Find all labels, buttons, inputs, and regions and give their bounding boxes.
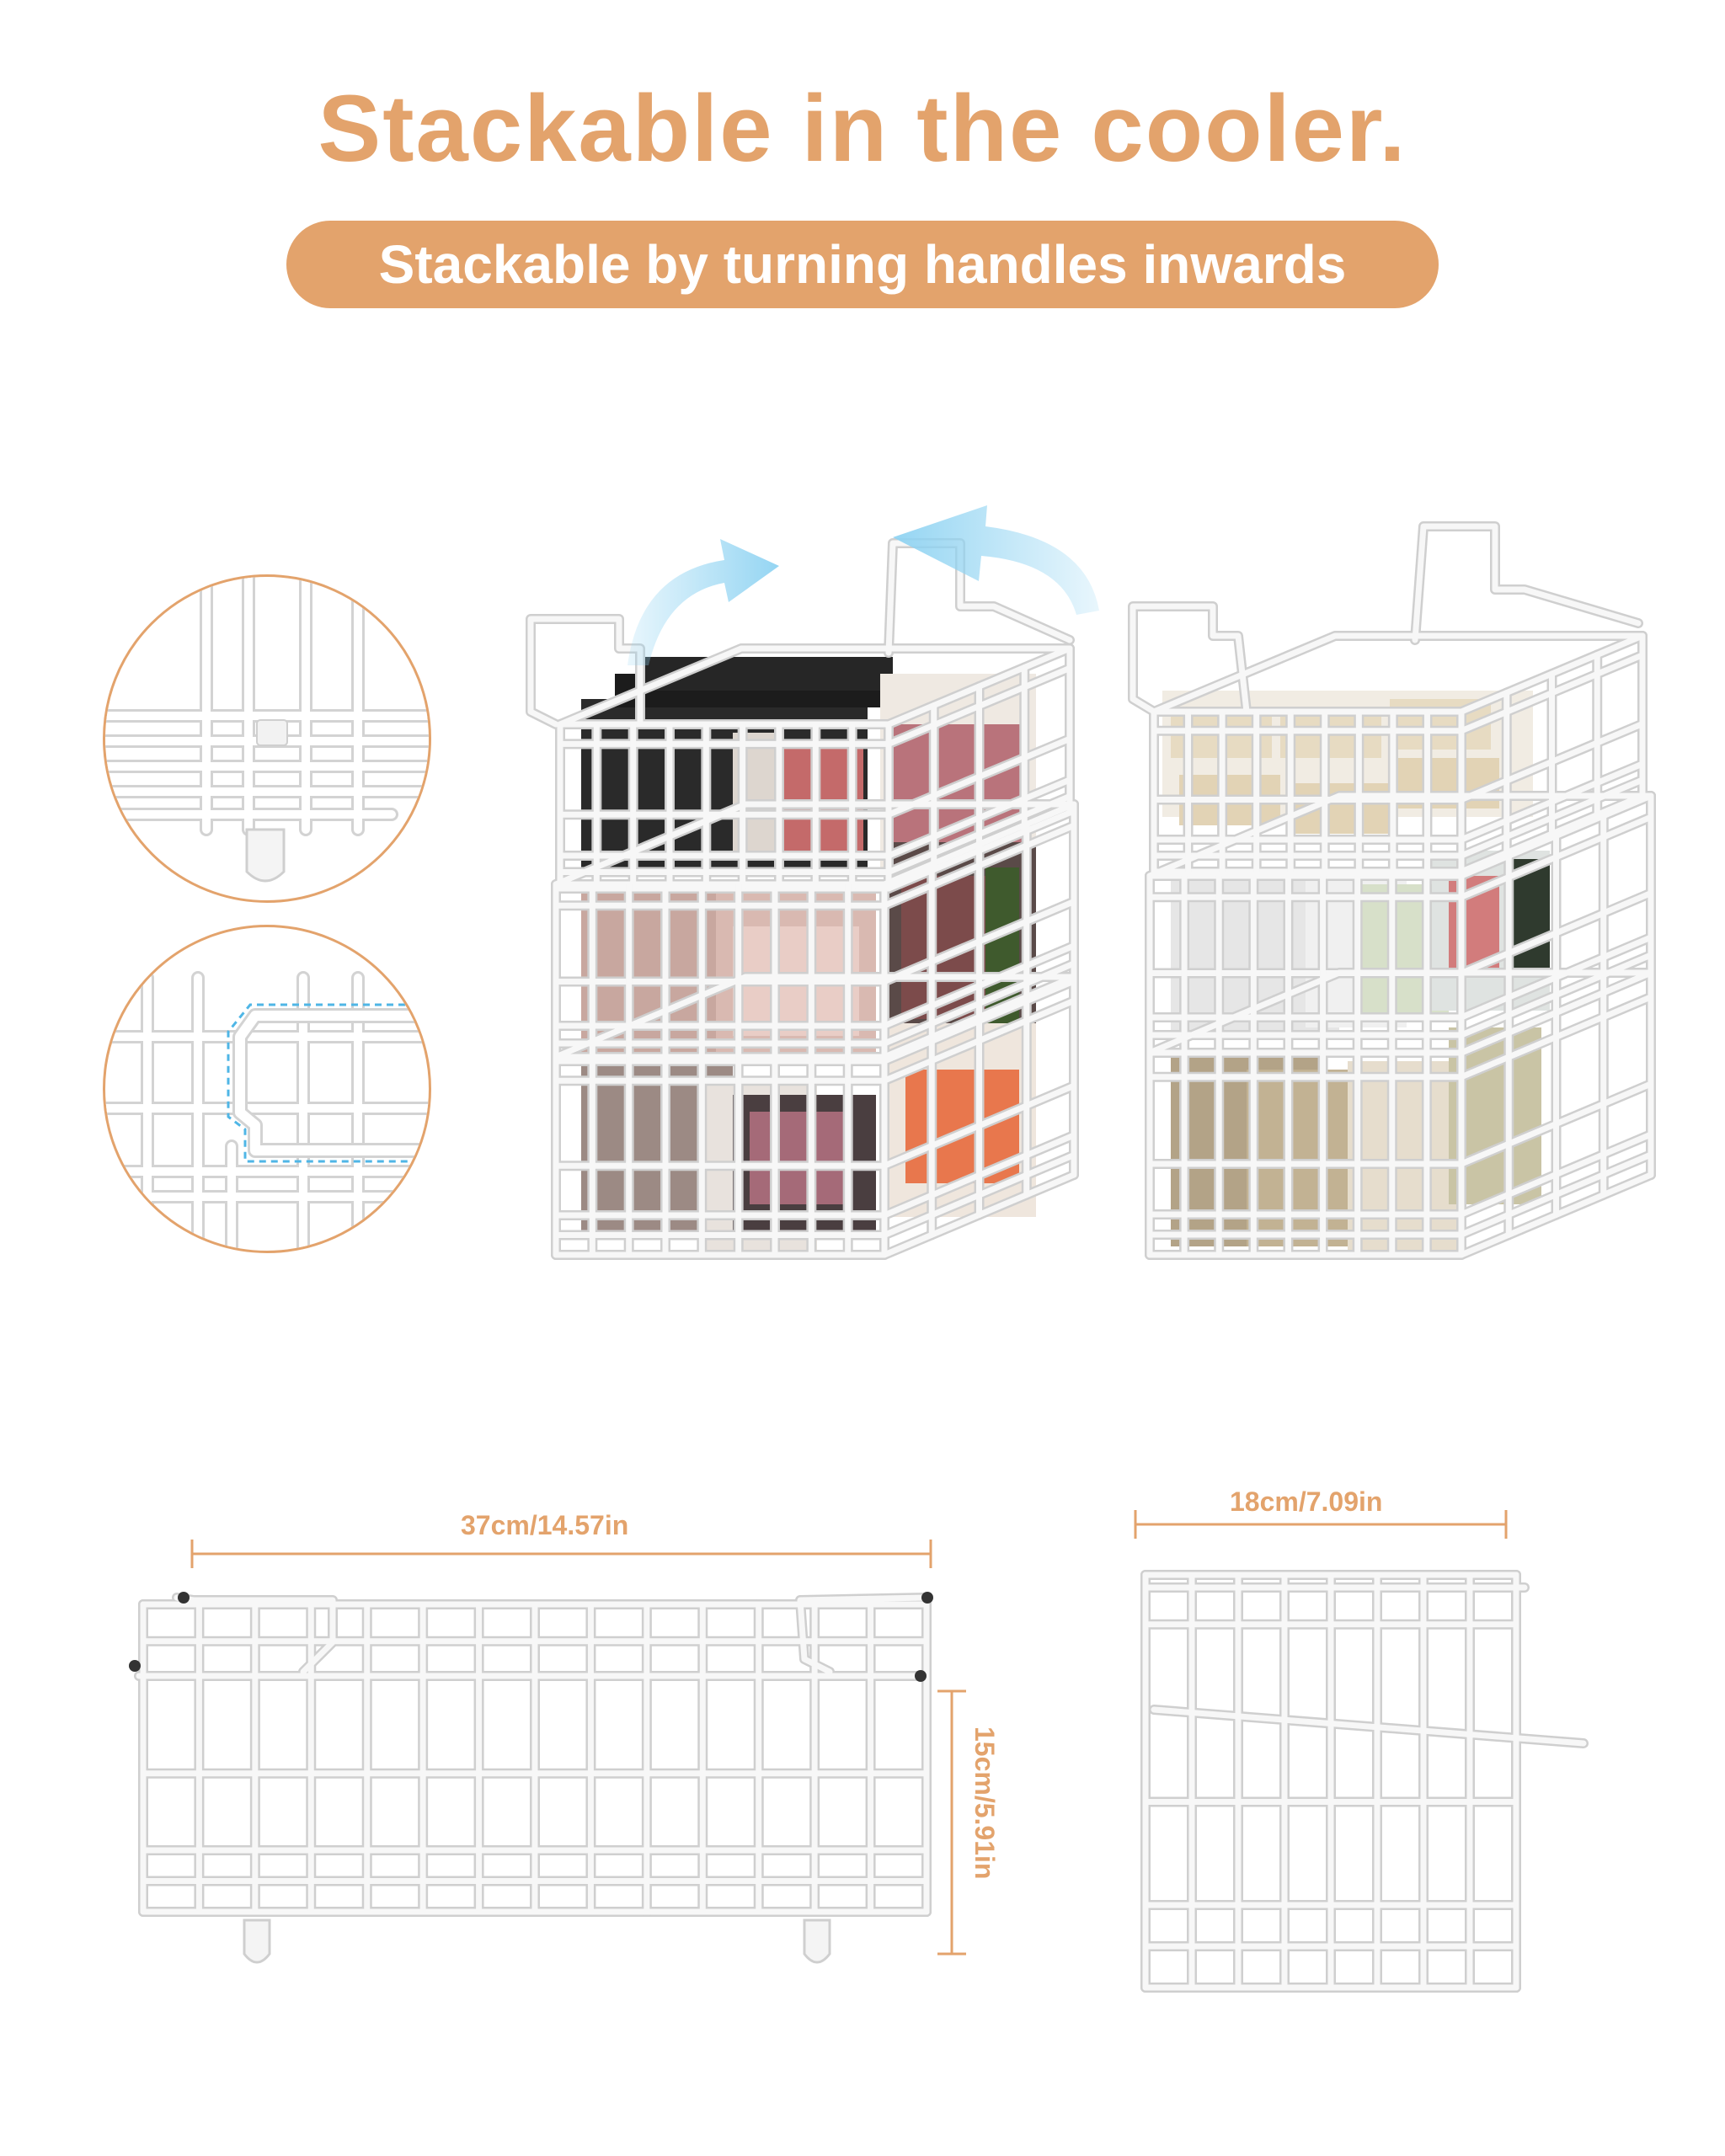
- rotate-arrow-icon: [893, 505, 1099, 615]
- dimension-line-height: [937, 1689, 966, 1956]
- right-basket-middle-top: [1146, 792, 1654, 879]
- rotate-arrow-icon: [628, 539, 779, 665]
- right-basket-top-top: [1151, 632, 1646, 715]
- left-basket-middle-top: [553, 801, 1077, 888]
- short-basket-handle: [1151, 1706, 1587, 1747]
- right-basket-bottom-top: [1146, 969, 1654, 1056]
- long-basket-handle-right: [797, 1594, 930, 1675]
- dimension-length-label: 37cm/14.57in: [461, 1510, 629, 1540]
- left-handle-back: [885, 540, 1073, 656]
- left-basket-bottom-top: [553, 974, 1077, 1060]
- left-basket-top-top: [557, 645, 1073, 728]
- right-handle-back: [1410, 521, 1643, 645]
- headline: Stackable in the cooler.: [318, 76, 1407, 181]
- dimension-width-label: 18cm/7.09in: [1230, 1486, 1383, 1517]
- dimension-line-width: [1134, 1510, 1508, 1539]
- detail-circle-handle: [103, 925, 431, 1253]
- subheadline-banner: Stackable by turning handles inwards: [286, 221, 1439, 308]
- right-handle-front: [1130, 603, 1250, 715]
- right-handle-back: [1412, 523, 1642, 643]
- detail-circle-foot: [103, 574, 431, 903]
- dimension-line-length: [190, 1540, 932, 1568]
- dimension-height-label: 15cm/5.91in: [969, 1726, 1000, 1880]
